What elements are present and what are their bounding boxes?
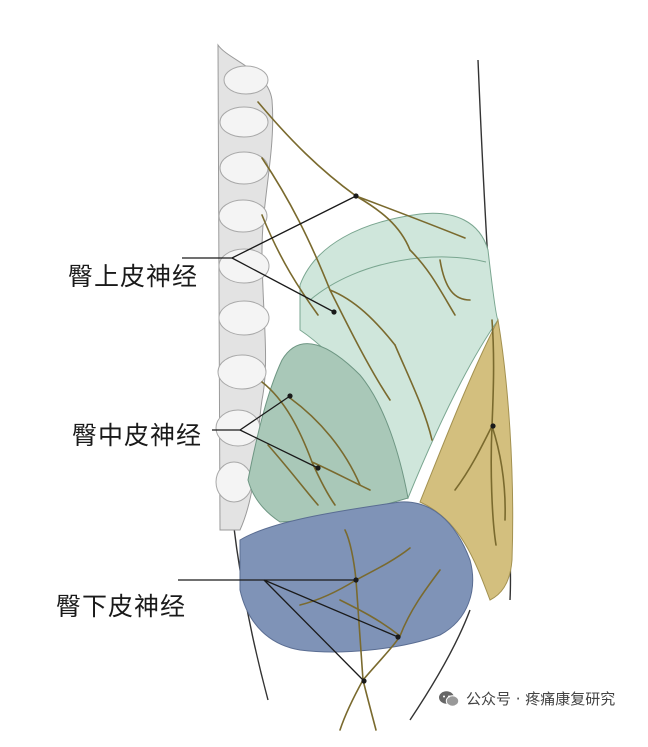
label-inferior-cluneal-nerves: 臀下皮神经 xyxy=(56,592,187,621)
lateral-region xyxy=(419,318,514,601)
spine xyxy=(215,43,274,531)
label-middle-cluneal-nerves: 臀中皮神经 xyxy=(72,421,203,450)
wechat-icon xyxy=(439,690,460,707)
watermark: 公众号 · 疼痛康复研究 xyxy=(438,688,615,709)
label-superior-cluneal-nerves: 臀上皮神经 xyxy=(68,262,199,291)
leader-lines xyxy=(178,195,399,682)
watermark-text: 公众号 · 疼痛康复研究 xyxy=(466,690,616,708)
